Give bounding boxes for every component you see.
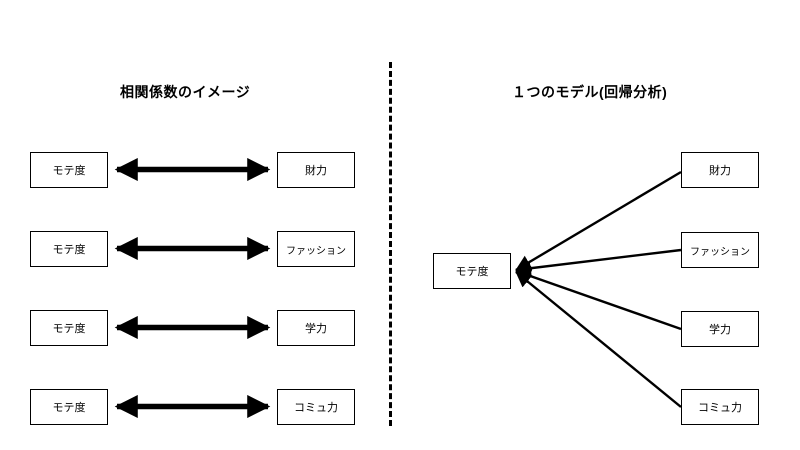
left-panel-title: 相関係数のイメージ — [120, 84, 251, 100]
right-predictor-box-3[interactable]: 学力 — [681, 311, 759, 347]
right-predictor-box-4[interactable]: コミュ力 — [681, 389, 759, 425]
left-target-box-3[interactable]: 学力 — [277, 310, 355, 346]
right-predictor-box-1[interactable]: 財力 — [681, 152, 759, 188]
left-target-box-4[interactable]: コミュ力 — [277, 389, 355, 425]
right-connector-2 — [515, 248, 682, 276]
panel-divider — [389, 62, 392, 426]
right-connector-1 — [515, 170, 682, 272]
left-target-box-2[interactable]: ファッション — [277, 231, 355, 267]
right-center-box[interactable]: モテ度 — [433, 253, 511, 289]
left-source-box-2[interactable]: モテ度 — [30, 231, 108, 267]
right-connector-4 — [515, 271, 682, 408]
right-connector-3 — [515, 268, 682, 331]
left-target-box-1[interactable]: 財力 — [277, 152, 355, 188]
left-source-box-3[interactable]: モテ度 — [30, 310, 108, 346]
right-predictor-box-2[interactable]: ファッション — [681, 232, 759, 268]
right-panel-title: １つのモデル(回帰分析) — [512, 84, 668, 100]
left-source-box-4[interactable]: モテ度 — [30, 389, 108, 425]
left-source-box-1[interactable]: モテ度 — [30, 152, 108, 188]
